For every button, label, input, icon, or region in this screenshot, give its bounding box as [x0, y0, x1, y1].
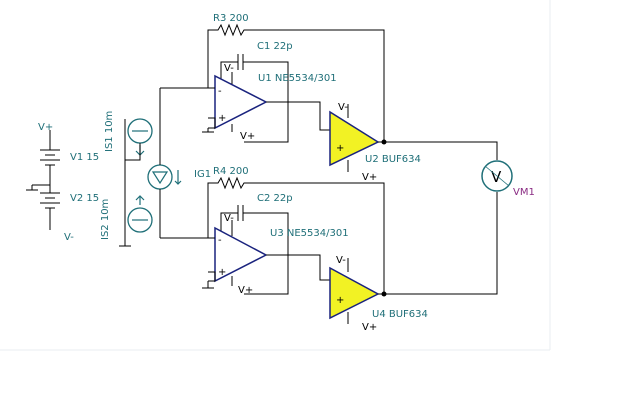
u1-minus-pin: -: [218, 86, 222, 97]
resistor-r3[interactable]: [207, 23, 385, 142]
u2-vplus-pin: V+: [362, 172, 377, 183]
r4-label: R4 200: [213, 166, 249, 177]
wire-u3-out: [266, 254, 330, 281]
u3-minus-pin: -: [218, 235, 222, 246]
signal-generator-ig1[interactable]: [147, 164, 182, 190]
resistor-r4[interactable]: [207, 176, 385, 294]
is2-label: IS2 10m: [100, 199, 111, 240]
v2-label: V2 15: [70, 193, 99, 204]
u1-vplus-pin: V+: [240, 131, 255, 142]
u3-vminus-pin: V-: [224, 213, 234, 224]
is1-label: IS1 10m: [104, 111, 115, 152]
wire-u3-noninv: [208, 271, 216, 282]
v1-vplus-label: V+: [38, 122, 53, 133]
u2-plus-pin: +: [336, 143, 344, 154]
ground-u1: [202, 128, 214, 133]
buffer-u4[interactable]: [329, 258, 380, 324]
current-source-is1[interactable]: [127, 118, 153, 156]
c2-label: C2 22p: [257, 193, 293, 204]
r3-label: R3 200: [213, 13, 249, 24]
wire-is1-return: [125, 143, 141, 161]
battery-v2[interactable]: [40, 185, 60, 230]
wire-u4-out: [378, 192, 498, 295]
junction-u4: [381, 291, 387, 297]
opamp-u3[interactable]: [214, 220, 268, 286]
buffer-u2[interactable]: [329, 104, 380, 172]
v1-label: V1 15: [70, 152, 99, 163]
u1-plus-pin: +: [218, 113, 226, 124]
u1-label: U1 NE5534/301: [258, 73, 337, 84]
current-source-is2[interactable]: [127, 195, 153, 233]
u4-plus-pin: +: [336, 295, 344, 306]
u4-vplus-pin: V+: [362, 322, 377, 333]
c1-label: C1 22p: [257, 41, 293, 52]
v2-vminus-label: V-: [64, 232, 74, 243]
ground-supply: [26, 185, 38, 191]
u3-plus-pin: +: [218, 267, 226, 278]
ground-u3: [202, 281, 214, 289]
junction-u2: [381, 139, 387, 145]
wire-u1-out: [266, 101, 330, 131]
capacitor-c2[interactable]: [220, 205, 289, 295]
u4-vminus-pin: V-: [336, 255, 346, 266]
wire-u1-noninv: [208, 117, 216, 129]
voltmeter-vm1[interactable]: V: [481, 160, 513, 192]
u3-label: U3 NE5534/301: [270, 228, 349, 239]
vm1-label: VM1: [513, 187, 535, 198]
wire-u2-out: [378, 141, 498, 160]
u1-vminus-pin: V-: [224, 63, 234, 74]
battery-v1[interactable]: [40, 130, 60, 185]
grid-background: [0, 0, 551, 351]
u2-label: U2 BUF634: [365, 154, 421, 165]
u3-vplus-pin: V+: [238, 285, 253, 296]
ig1-label: IG1: [194, 169, 211, 180]
u2-vminus-pin: V-: [338, 102, 348, 113]
u4-label: U4 BUF634: [372, 309, 428, 320]
opamp-u1[interactable]: [214, 72, 268, 132]
svg-text:V: V: [491, 168, 502, 186]
